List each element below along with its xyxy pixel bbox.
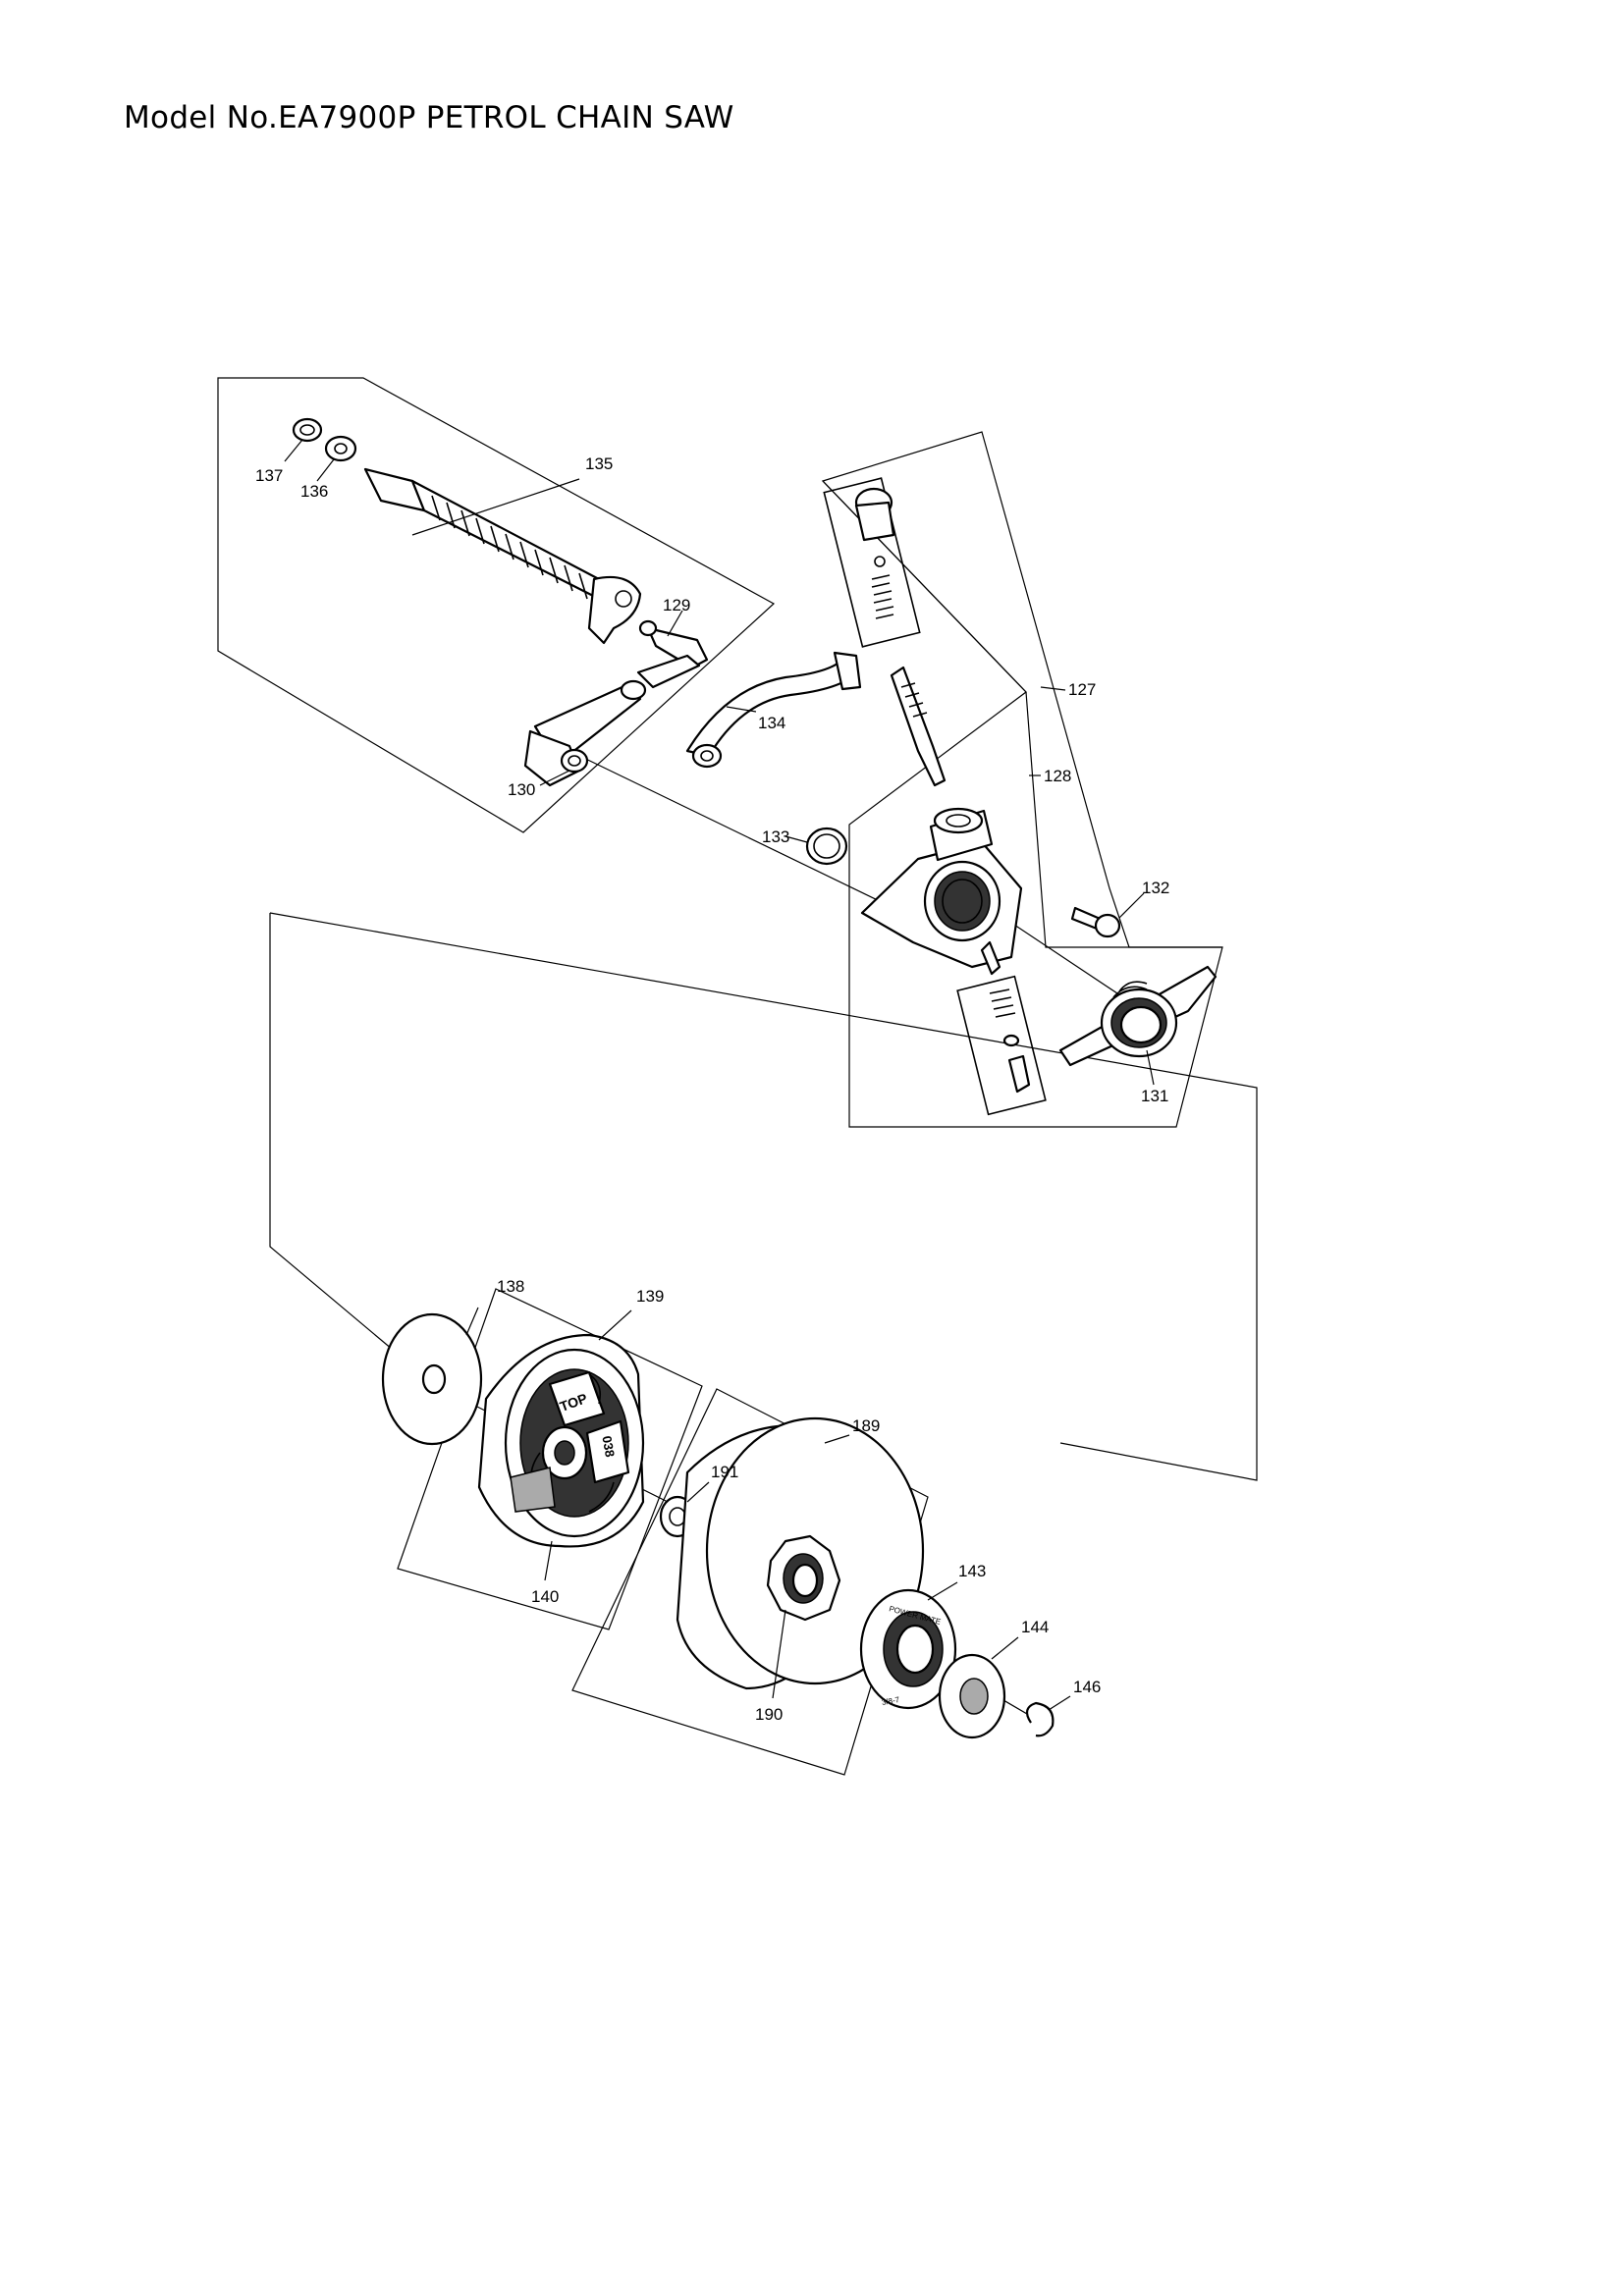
assembly-axis-1	[568, 750, 885, 904]
label-189: 189	[852, 1416, 880, 1435]
part-labels: 127 128 129 130 131 132 133 134 135 136 …	[255, 454, 1169, 1724]
part-131-worm-gear	[1058, 965, 1217, 1067]
part-127-oil-pump-body	[860, 807, 1023, 976]
page-title: Model No.EA7900P PETROL CHAIN SAW	[124, 100, 734, 135]
part-135-adjust-shaft	[363, 467, 642, 645]
frame-oil-pump-inner	[822, 480, 1222, 948]
label-146: 146	[1073, 1678, 1101, 1696]
group-frame-clutch	[397, 1288, 703, 1630]
label-144: 144	[1021, 1618, 1049, 1636]
label-130: 130	[508, 780, 535, 799]
part-138-washer	[381, 1312, 483, 1446]
label-135: 135	[585, 454, 613, 473]
part-134-oil-tube	[685, 651, 862, 769]
part-144-washer	[938, 1653, 1006, 1739]
label-140: 140	[531, 1587, 559, 1606]
part-130-oil-pipe	[523, 679, 647, 787]
leader-lines	[284, 439, 1155, 1711]
label-137: 137	[255, 466, 283, 485]
part-139-clutch: TOP 038	[477, 1333, 645, 1548]
clutch-shoe-code-mark: 038	[599, 1434, 618, 1458]
frame-outer-assembly-line-2	[269, 912, 1258, 1481]
part-143-rim-sprocket: POWER MATE 3/8-7	[859, 1588, 957, 1710]
rim-text-pitch: 3/8-7	[881, 1695, 900, 1707]
part-190-sprocket-hub	[766, 1534, 841, 1622]
label-191: 191	[711, 1463, 738, 1481]
part-129-nozzle	[636, 619, 709, 689]
part-133-o-ring	[805, 827, 848, 866]
part-146-e-clip	[1025, 1701, 1055, 1737]
label-134: 134	[758, 714, 785, 732]
group-frame-oil-pump-rod	[217, 377, 776, 833]
label-139: 139	[636, 1287, 664, 1306]
label-131: 131	[1141, 1087, 1168, 1105]
label-128: 128	[1044, 767, 1071, 785]
part-132-screw	[1070, 906, 1121, 938]
label-127: 127	[1068, 680, 1096, 699]
label-133: 133	[762, 828, 789, 846]
label-136: 136	[300, 482, 328, 501]
label-132: 132	[1142, 879, 1169, 897]
label-129: 129	[663, 596, 690, 614]
part-128-pump-plunger-kit	[823, 477, 947, 787]
label-143: 143	[958, 1562, 986, 1580]
part-136-collar	[324, 435, 357, 462]
part-137-cap	[292, 417, 323, 443]
label-138: 138	[497, 1277, 524, 1296]
frame-outer-assembly-line	[269, 913, 394, 1351]
label-190: 190	[755, 1705, 783, 1724]
part-128-lower-valve-kit	[956, 975, 1047, 1116]
